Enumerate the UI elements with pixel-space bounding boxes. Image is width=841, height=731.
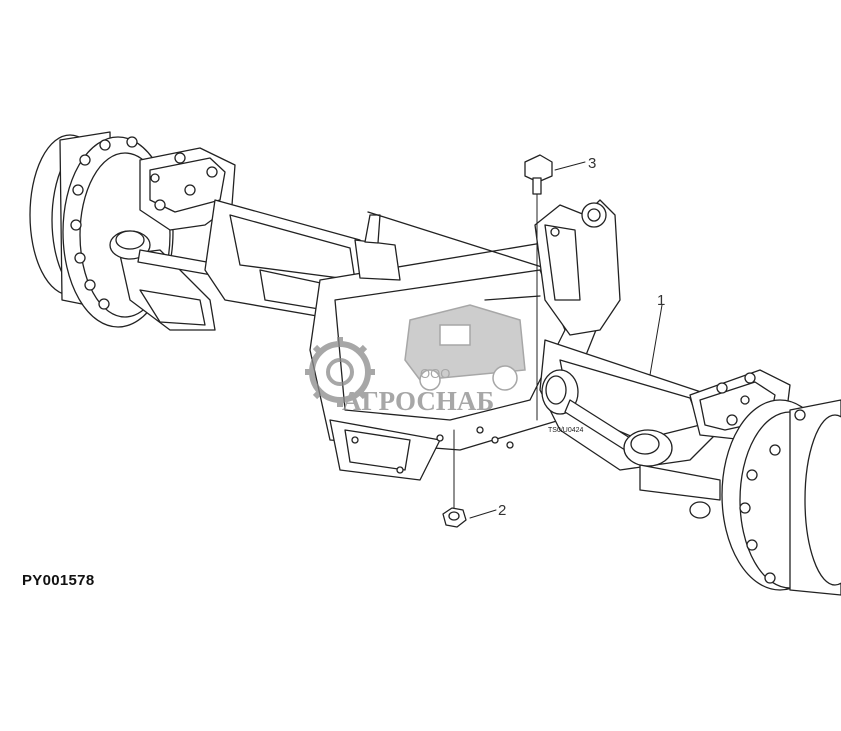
- combine-harvester-icon: [404, 304, 526, 391]
- figure-id-label: PY001578: [22, 572, 95, 589]
- callout-label-1: 1: [657, 292, 665, 309]
- callout-label-3: 3: [588, 155, 596, 172]
- right-wheel-hub: [689, 399, 841, 596]
- part-3-fitting: [524, 154, 553, 421]
- svg-text:TS0/U0424: TS0/U0424: [548, 427, 584, 434]
- callout-leaders: [469, 161, 663, 519]
- pivot-mount-bracket: [534, 199, 621, 336]
- watermark-prefix: ООО: [420, 366, 450, 381]
- left-steering-knuckle: [119, 147, 236, 331]
- gear-icon: [305, 337, 375, 407]
- part-2-nut: [442, 429, 467, 528]
- callout-label-2: 2: [498, 502, 506, 519]
- watermark-company-name: АГРОСНАБ: [342, 386, 494, 416]
- watermark: ООО АГРОСНАБ: [305, 304, 526, 416]
- right-tie-rod-end: [541, 369, 721, 501]
